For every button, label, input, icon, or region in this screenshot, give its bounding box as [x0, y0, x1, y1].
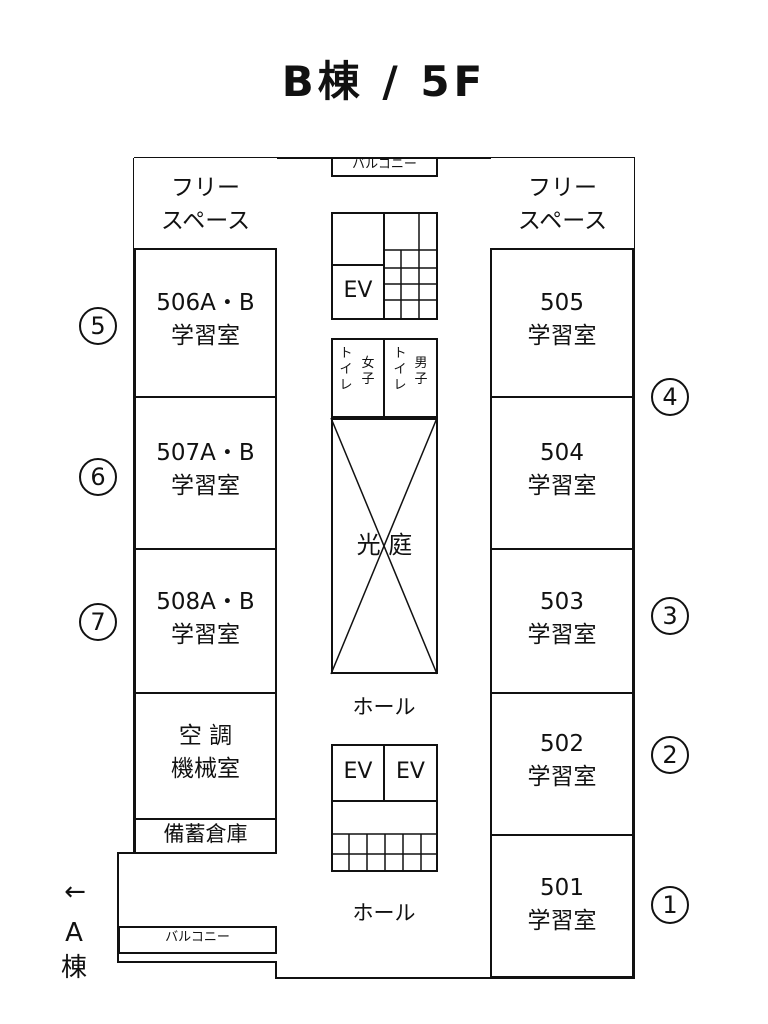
marker-1[interactable]: 1 — [651, 886, 689, 924]
courtyard[interactable] — [331, 418, 438, 674]
toilet-women-label-a: ト イ レ — [339, 346, 353, 393]
free-space-left[interactable] — [134, 158, 277, 250]
toilet-men[interactable] — [383, 338, 438, 418]
room-507-label: 507A・B 学習室 — [156, 440, 255, 500]
room-506-label: 506A・B 学習室 — [156, 290, 255, 350]
elevator-bottom-right[interactable] — [383, 744, 438, 802]
floor-title: B棟 / 5F — [281, 57, 487, 106]
marker-5[interactable]: 5 — [79, 307, 117, 345]
toilet-men-label-a: ト イ レ — [393, 346, 407, 393]
marker-3[interactable]: 3 — [651, 597, 689, 635]
room-505[interactable] — [490, 248, 634, 398]
elevator-bottom-left-label: EV — [343, 759, 373, 784]
storage-room[interactable] — [134, 818, 277, 854]
room-503-label: 503 学習室 — [527, 589, 597, 649]
stairs-top[interactable] — [383, 212, 438, 320]
free-space-left-label: フリー スペース — [160, 175, 251, 235]
room-508[interactable] — [134, 548, 277, 694]
free-space-right-label: フリー スペース — [517, 175, 608, 235]
balcony-left[interactable] — [118, 926, 277, 954]
toilet-men-label-b: 男 子 — [414, 356, 428, 387]
a-building-label[interactable]: A 棟 — [60, 918, 87, 984]
stairs-top-grid — [383, 212, 438, 320]
storage-room-label: 備蓄倉庫 — [163, 822, 248, 846]
room-502-label: 502 学習室 — [527, 731, 597, 791]
elevator-top-label: EV — [343, 278, 373, 303]
courtyard-label: 光 庭 — [356, 531, 413, 559]
toilet-women-label-b: 女 子 — [361, 356, 375, 387]
room-503[interactable] — [490, 548, 634, 694]
elevator-bottom-right-label: EV — [396, 759, 425, 784]
room-504-label: 504 学習室 — [527, 440, 597, 500]
room-502[interactable] — [490, 692, 634, 836]
room-507[interactable] — [134, 396, 277, 550]
balcony-top[interactable] — [331, 157, 438, 177]
marker-2[interactable]: 2 — [651, 736, 689, 774]
marker-4[interactable]: 4 — [651, 378, 689, 416]
hvac-room-label: 空 調 機械室 — [171, 723, 240, 783]
marker-6[interactable]: 6 — [79, 458, 117, 496]
hall-lower-label: ホール — [352, 901, 416, 925]
room-508-label: 508A・B 学習室 — [156, 589, 255, 649]
balcony-left-label: バルコニー — [165, 930, 230, 945]
toilet-women[interactable] — [331, 338, 385, 418]
room-505-label: 505 学習室 — [527, 290, 597, 350]
marker-7[interactable]: 7 — [79, 603, 117, 641]
room-501-label: 501 学習室 — [527, 875, 597, 935]
a-building-arrow: ← — [64, 877, 86, 907]
hall-upper-label: ホール — [352, 695, 416, 719]
stairs-bottom-grid[interactable] — [331, 800, 438, 872]
balcony-top-label: バルコニー — [352, 157, 417, 172]
room-501[interactable] — [490, 834, 634, 978]
